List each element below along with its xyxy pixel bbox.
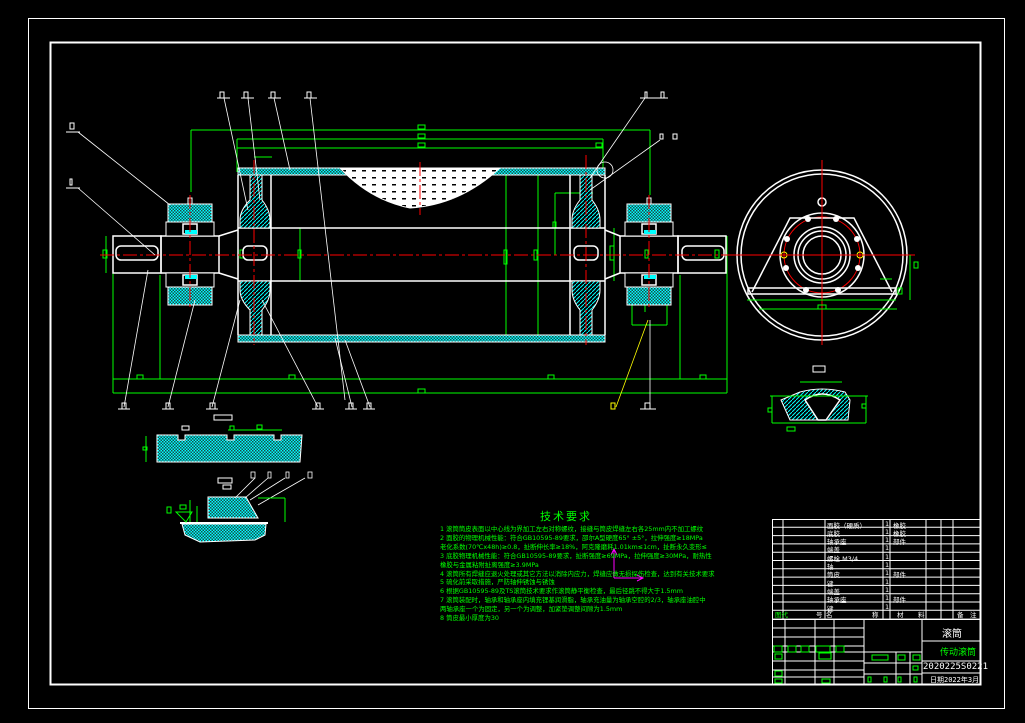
detail-lagging-view — [142, 424, 303, 463]
part-material: 部件 — [893, 596, 906, 605]
end-view — [735, 160, 919, 345]
part-qty: 1 — [885, 527, 890, 536]
drawing-date: 2022年3月 — [944, 676, 980, 684]
parts-header-name: 名 — [826, 611, 833, 619]
part-qty: 1 — [885, 536, 890, 545]
part-name: 螺栓 M3/4 — [827, 554, 859, 563]
dimension-lines — [102, 124, 728, 394]
part-name: 底胶 — [827, 529, 840, 538]
requirement-line: 3 底胶物理机械性能：符合GB10595-89要求，扯断强度≥69MPa，拉伸强… — [440, 551, 712, 560]
left-end-disc-bottom — [239, 280, 271, 336]
title-block-green-boxes — [773, 645, 921, 684]
part-qty: 1 — [885, 544, 890, 553]
parts-header-remark2: 注 — [970, 611, 977, 619]
title-block-grid — [772, 619, 981, 685]
requirements-title: 技术要求 — [540, 510, 592, 523]
requirement-line: 橡胶与金属粘附扯离强度≥3.9MPa — [440, 560, 539, 569]
requirements-list: 1 滚筒筒皮表面以中心线为界加工左右对称螺纹，接缝与筒皮焊缝左右各25mm内不加… — [440, 525, 715, 623]
part-qty: 1 — [885, 561, 890, 569]
part-name: 键 — [827, 579, 834, 588]
parts-header-code: 图代 — [775, 611, 788, 619]
requirement-line: 4 滚筒所有焊缝应退火处理或其它方法以消除内应力，焊缝应做无损探伤检查，达到有关… — [440, 569, 715, 578]
part-qty: 1 — [885, 519, 890, 528]
part-qty: 1 — [885, 585, 890, 594]
inner-border — [49, 41, 982, 686]
parts-header-seq: 号 — [816, 611, 823, 619]
right-end-disc-bottom — [571, 280, 601, 336]
requirement-line: 2 面胶的物理机械性能：符合GB10595-89要求，邵尔A型硬度65° ±5°… — [440, 533, 703, 542]
requirement-line: 8 筒皮最小厚度为30 — [440, 614, 499, 623]
parts-header-material: 材 — [897, 611, 904, 619]
parts-header-remark: 备 — [957, 611, 964, 619]
detail-circle — [596, 161, 614, 179]
part-qty: 1 — [885, 552, 890, 561]
requirement-line: 两轴承座一个为固定，另一个为调整，加紧垫调整间隙为1.5mm — [440, 605, 623, 614]
part-name: 面胶（硬质） — [827, 521, 866, 530]
part-name: 端盖 — [827, 546, 840, 555]
requirement-line: 7 滚筒装配时，轴承和轴承座内填充锂基润滑脂，轴承充油量为轴承空腔的2/3，轴承… — [440, 596, 706, 605]
drawing-title: 滚筒 — [942, 629, 962, 640]
parts-header-material2: 料 — [918, 611, 925, 619]
parts-list-grid — [772, 519, 981, 620]
part-qty: 1 — [885, 569, 890, 578]
requirement-line: 6 根据GB10595-89及TS滚筒技术要求作滚筒静平衡检查，最后径跳不得大于… — [440, 587, 683, 596]
ucs-icon — [610, 547, 645, 582]
part-material: 部件 — [893, 571, 906, 580]
part-name: 轴 — [827, 563, 834, 571]
part-name: 轴承座 — [827, 596, 847, 605]
part-qty: 1 — [885, 602, 890, 611]
drawing-number: 2020225S0221 — [923, 662, 989, 672]
part-name: 轴承座 — [827, 538, 847, 547]
outer-border — [28, 18, 1005, 709]
requirement-line: 老化系数(70℃x48h)≥0.8，扯断伸长率≥18%，阿克隆磨耗1.01km≤… — [440, 542, 707, 551]
balloon-tags — [66, 91, 678, 421]
main-section-view — [66, 91, 745, 421]
part-material: 部件 — [893, 538, 906, 547]
part-name: 筒皮 — [827, 571, 840, 580]
part-qty: 1 — [885, 577, 890, 586]
part-material: 橡胶 — [893, 521, 906, 530]
yellow-tag — [610, 402, 616, 410]
drawing-designation: 传动滚筒 — [940, 648, 977, 658]
requirement-line: 1 滚筒筒皮表面以中心线为界加工左右对称螺纹，接缝与筒皮焊缝左右各25mm内不加… — [440, 525, 704, 533]
date-label: 日期 — [930, 676, 944, 684]
drum-shell-bottom — [237, 334, 606, 343]
centerlines — [100, 155, 745, 345]
part-name: 端盖 — [827, 587, 840, 596]
detail-weld-joint-view — [166, 471, 313, 543]
part-qty: 1 — [885, 594, 890, 603]
part-name: 键 — [827, 604, 834, 613]
part-material: 橡胶 — [893, 529, 906, 538]
parts-header-name2: 称 — [872, 611, 879, 619]
leader-lines — [77, 97, 661, 408]
left-end-disc-top — [239, 174, 271, 229]
yellow-leader — [615, 319, 649, 408]
requirement-line: 5 硫化前采取措施，严防轴伸锈蚀与锈蚀 — [440, 578, 555, 587]
detail-weld-view — [767, 365, 868, 432]
